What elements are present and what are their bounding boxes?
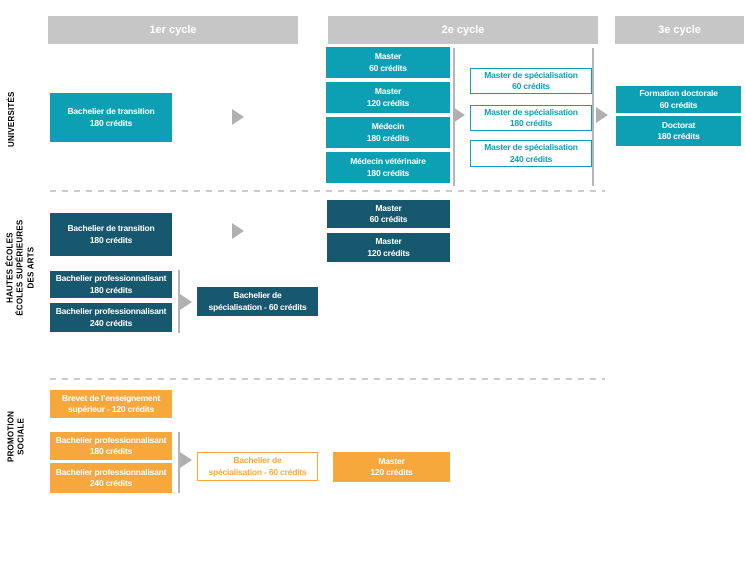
row-label-promotion-sociale: PROMOTION SOCIALE bbox=[6, 410, 26, 462]
box-line2: 60 crédits bbox=[369, 62, 407, 73]
box-line1: Formation doctorale bbox=[639, 88, 718, 99]
box-line1: Bachelier professionnalisant bbox=[55, 434, 167, 445]
box-universites-formation-doctorale: Formation doctorale 60 crédits bbox=[616, 86, 741, 113]
arrow-right-icon bbox=[232, 223, 244, 239]
box-line2: 180 crédits bbox=[366, 132, 410, 143]
box-promotion-master-120: Master 120 crédits bbox=[333, 452, 450, 482]
box-line2: 180 crédits bbox=[366, 167, 410, 178]
header-3e-cycle-label: 3e cycle bbox=[658, 24, 701, 36]
box-line2: 180 crédits bbox=[89, 284, 133, 295]
box-line1: Master bbox=[374, 86, 402, 97]
arrow-right-icon bbox=[180, 294, 192, 310]
box-line1: Bachelier professionnalisant bbox=[55, 466, 167, 477]
box-line2: 240 crédits bbox=[89, 478, 133, 488]
box-hautes-ecoles-bachelier-professionnalisant-180: Bachelier professionnalisant 180 crédits bbox=[50, 271, 172, 298]
box-universites-doctorat: Doctorat 180 crédits bbox=[616, 116, 741, 146]
box-line1: Médecin bbox=[371, 121, 405, 132]
separator-line bbox=[178, 432, 180, 493]
box-line2: 180 crédits bbox=[89, 117, 133, 128]
separator-line bbox=[592, 48, 594, 186]
box-line1: Bachelier de transition bbox=[67, 106, 155, 117]
box-line2: 240 crédits bbox=[509, 153, 553, 164]
box-line1: Master de spécialisation bbox=[484, 106, 578, 117]
box-line2: 60 crédits bbox=[512, 81, 550, 91]
row-label-universites: UNIVERSITÉS bbox=[6, 91, 16, 147]
box-line2: 240 crédits bbox=[89, 317, 133, 328]
header-3e-cycle: 3e cycle bbox=[615, 16, 744, 44]
box-line2: 180 crédits bbox=[509, 118, 553, 128]
box-line1: Bachelier de bbox=[233, 455, 282, 466]
box-line1: Bachelier de bbox=[233, 290, 282, 301]
arrow-right-icon bbox=[453, 107, 465, 123]
box-line1: Doctorat bbox=[661, 119, 696, 130]
box-universites-bachelier-transition: Bachelier de transition 180 crédits bbox=[50, 93, 172, 142]
box-line1: Master bbox=[378, 455, 405, 466]
box-promotion-bachelier-professionnalisant-240: Bachelier professionnalisant 240 crédits bbox=[50, 463, 172, 493]
box-hautes-ecoles-master-60: Master 60 crédits bbox=[327, 200, 450, 228]
box-universites-medecin: Médecin 180 crédits bbox=[326, 117, 450, 148]
box-line1: Master de spécialisation bbox=[484, 69, 578, 80]
box-line1: Bachelier de transition bbox=[67, 223, 155, 234]
box-hautes-ecoles-bachelier-transition: Bachelier de transition 180 crédits bbox=[50, 213, 172, 256]
box-line1: Master bbox=[375, 236, 402, 247]
box-line2: 180 crédits bbox=[89, 234, 133, 245]
box-line1: Brevet de l’enseignement bbox=[61, 392, 161, 403]
box-line1: Master bbox=[374, 51, 402, 62]
header-2e-cycle: 2e cycle bbox=[328, 16, 598, 44]
box-line2: 120 crédits bbox=[366, 97, 410, 108]
box-universites-master-60: Master 60 crédits bbox=[326, 47, 450, 78]
box-line1: Master de spécialisation bbox=[484, 142, 578, 153]
box-line2: 60 crédits bbox=[369, 214, 408, 224]
box-universites-master-120: Master 120 crédits bbox=[326, 82, 450, 113]
box-universites-master-specialisation-180: Master de spécialisation 180 crédits bbox=[470, 105, 592, 131]
header-2e-cycle-label: 2e cycle bbox=[441, 24, 485, 36]
box-line2: supérieur - 120 crédits bbox=[67, 404, 155, 414]
dashed-divider bbox=[50, 190, 605, 192]
box-line2: 60 crédits bbox=[659, 99, 698, 110]
box-promotion-brevet-enseignement-superieur: Brevet de l’enseignement supérieur - 120… bbox=[50, 390, 172, 418]
header-1er-cycle-label: 1er cycle bbox=[149, 24, 197, 36]
arrow-right-icon bbox=[180, 452, 192, 468]
box-line2: spécialisation - 60 crédits bbox=[208, 301, 307, 312]
arrow-right-icon bbox=[232, 109, 244, 125]
box-hautes-ecoles-bachelier-specialisation: Bachelier de spécialisation - 60 crédits bbox=[197, 287, 318, 316]
box-line1: Master bbox=[375, 202, 402, 213]
arrow-right-icon bbox=[596, 107, 608, 123]
dashed-divider bbox=[50, 378, 605, 380]
box-universites-medecin-veterinaire: Médecin vétérinaire 180 crédits bbox=[326, 152, 450, 183]
box-line2: 180 crédits bbox=[657, 131, 700, 141]
box-universites-master-specialisation-60: Master de spécialisation 60 crédits bbox=[470, 68, 592, 94]
box-line2: 120 crédits bbox=[367, 247, 410, 258]
box-line2: 180 crédits bbox=[89, 446, 133, 456]
box-hautes-ecoles-bachelier-professionnalisant-240: Bachelier professionnalisant 240 crédits bbox=[50, 303, 172, 332]
box-hautes-ecoles-master-120: Master 120 crédits bbox=[327, 233, 450, 262]
box-promotion-bachelier-specialisation: Bachelier de spécialisation - 60 crédits bbox=[197, 452, 318, 481]
separator-line bbox=[178, 270, 180, 333]
box-line1: Bachelier professionnalisant bbox=[55, 306, 167, 317]
box-line1: Bachelier professionnalisant bbox=[55, 273, 167, 284]
box-line1: Médecin vétérinaire bbox=[350, 156, 426, 167]
box-line2: 120 crédits bbox=[370, 467, 413, 477]
box-universites-master-specialisation-240: Master de spécialisation 240 crédits bbox=[470, 140, 592, 167]
box-promotion-bachelier-professionnalisant-180: Bachelier professionnalisant 180 crédits bbox=[50, 432, 172, 460]
box-line2: spécialisation - 60 crédits bbox=[208, 466, 307, 477]
row-label-hautes-ecoles: HAUTES ÉCOLES ÉCOLES SUPÉRIEURES DES ART… bbox=[5, 219, 36, 316]
header-1er-cycle: 1er cycle bbox=[48, 16, 298, 44]
